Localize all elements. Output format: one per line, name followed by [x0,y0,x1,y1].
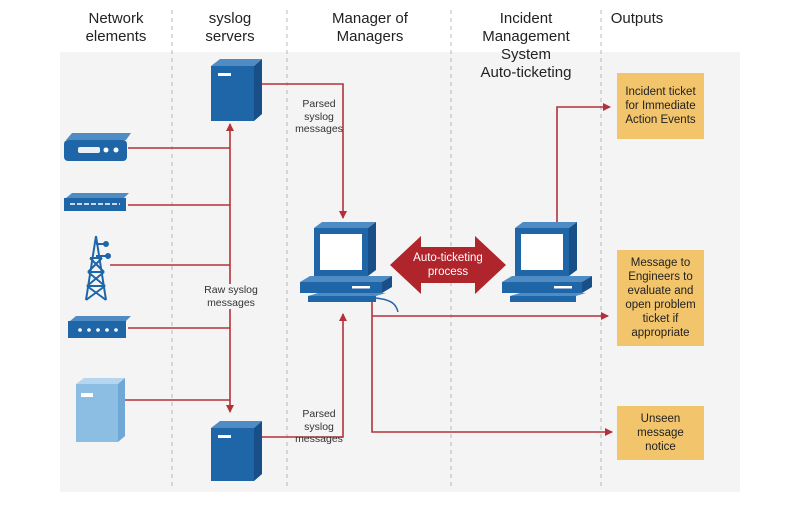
unseen-message-notice-box: Unseen message notice [617,406,704,460]
workstation-icon [502,222,592,302]
column-header-outputs: Outputs [610,10,664,27]
column-header-network-elements: Network elements [85,10,147,45]
column-header-manager-of-managers: Manager of Managers [332,10,408,45]
workstation-icon [300,222,399,313]
auto-ticketing-label: Auto-ticketing process [413,252,483,278]
hub-icon [68,316,131,338]
column-header-syslog-servers: syslog servers [205,10,255,45]
incident-ticket-text: Incident ticket for Immediate Action Eve… [625,86,696,126]
parsed-syslog-label-top: Parsed syslog messages [295,98,343,135]
connection-lines [110,83,613,438]
parsed-syslog-label-bottom: Parsed syslog messages [295,408,343,445]
modem-icon [64,133,131,161]
switch-icon [64,193,129,211]
message-to-engineers-text: Message to Engineers to evaluate and ope… [625,257,696,339]
syslog-server-icon [211,59,262,121]
raw-syslog-label: Raw syslog messages [193,284,269,309]
cabinet-icon [76,378,125,442]
tower-icon [85,235,111,301]
incident-ticket-box: Incident ticket for Immediate Action Eve… [617,73,704,139]
column-header-incident-management: Incident Management System Auto-ticketin… [480,10,572,81]
auto-ticketing-arrow [390,236,506,294]
message-to-engineers-box: Message to Engineers to evaluate and ope… [617,250,704,346]
unseen-message-notice-text: Unseen message notice [637,413,684,453]
syslog-server-icon [211,421,262,481]
